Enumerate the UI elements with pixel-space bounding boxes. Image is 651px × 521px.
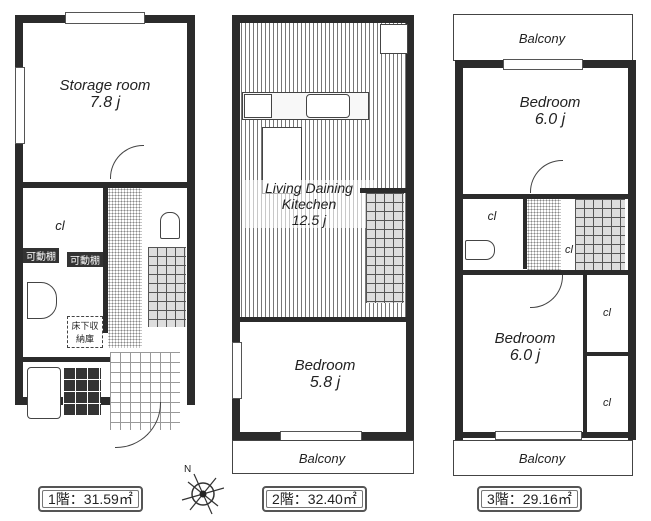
underfloor-storage-label: 床下収納庫 (67, 316, 103, 348)
bedroom-label: Bedroom 5.8 j (294, 357, 356, 392)
wall (15, 357, 110, 362)
room-storage-label: Storage room 7.8 j (59, 77, 151, 112)
wall (15, 397, 110, 405)
wall (587, 352, 628, 356)
closet-label: cl (487, 209, 497, 223)
compass-icon: N (178, 464, 225, 516)
door-swing (110, 145, 144, 179)
window (495, 431, 582, 440)
shelf-label: 可動棚 (67, 252, 103, 267)
toilet (160, 212, 180, 239)
floor-3-area-label: 3階：29.16㎡ (477, 486, 582, 512)
stairs (148, 247, 186, 327)
bath-floor (63, 367, 101, 415)
window (232, 342, 242, 399)
window (503, 59, 583, 70)
wall (360, 188, 406, 193)
hallway-floor (527, 199, 561, 274)
wall (463, 270, 628, 275)
washbasin (27, 282, 57, 319)
sink (306, 94, 350, 118)
bedroom-label: Bedroom 6.0 j (494, 330, 556, 365)
balcony-label: Balcony (298, 451, 346, 466)
wall (15, 15, 23, 405)
closet-label: cl (603, 307, 611, 319)
floor-2-plan: Living Daining Kitechen 12.5 j Bedroom 5… (230, 12, 415, 474)
storage-box (380, 24, 408, 54)
closet-label: cl (603, 397, 611, 409)
compass-north-label: N (184, 464, 192, 475)
wall (523, 199, 527, 269)
closet-label: cl (565, 244, 573, 256)
floor-2-area-label: 2階：32.40㎡ (262, 486, 367, 512)
balcony (232, 440, 414, 474)
wall (406, 15, 414, 440)
bathtub (27, 367, 61, 419)
toilet (465, 240, 495, 260)
wall (583, 275, 587, 435)
balcony-label: Balcony (518, 451, 566, 466)
balcony (453, 14, 633, 61)
stove (244, 94, 272, 118)
closet-label: cl (55, 218, 65, 233)
wall (103, 188, 108, 333)
wall (238, 317, 406, 322)
shelf-label: 可動棚 (23, 248, 59, 263)
window (65, 12, 145, 24)
stairs (575, 199, 625, 271)
door-swing (530, 160, 563, 193)
wall (15, 182, 187, 188)
wall (187, 15, 195, 405)
balcony-label: Balcony (518, 31, 566, 46)
hallway-floor (108, 188, 142, 348)
wall (463, 194, 628, 199)
wall (628, 60, 636, 440)
balcony (453, 440, 633, 476)
wall (455, 60, 463, 440)
ldk-label: Living Daining Kitechen 12.5 j (244, 180, 374, 229)
floor-1-area-label: 1階：31.59㎡ (38, 486, 143, 512)
door-swing (530, 275, 563, 308)
floor-3-plan: Balcony Bedroom 6.0 j cl cl Bedroom 6.0 … (445, 12, 640, 476)
floor-1-plan: Storage room 7.8 j cl 可動棚 可動棚 床下収納庫 (15, 12, 195, 462)
window (15, 67, 25, 144)
bedroom-label: Bedroom 6.0 j (519, 94, 581, 129)
entrance-door-swing (115, 402, 161, 448)
wall (232, 15, 414, 23)
wall (232, 15, 240, 440)
stairs (366, 193, 404, 303)
